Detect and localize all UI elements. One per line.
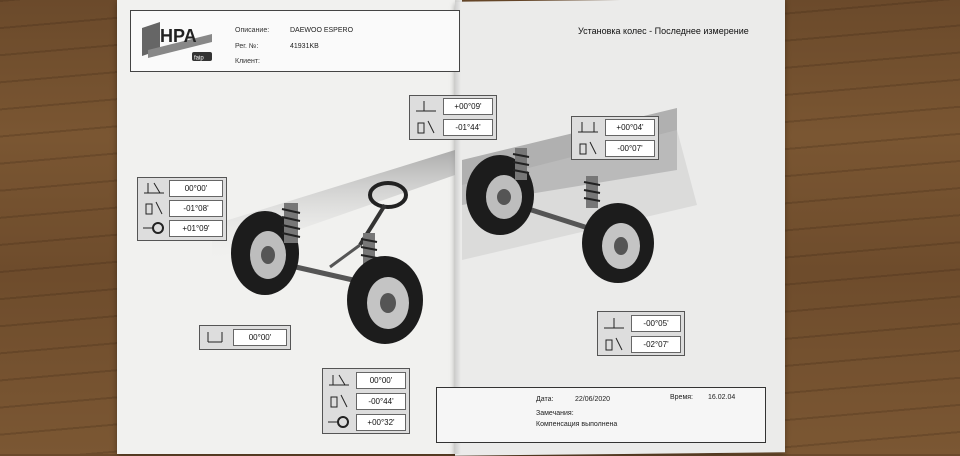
date-label: Дата: <box>536 396 554 403</box>
front-left-camber-value: -01°08' <box>169 200 223 217</box>
toe-icon <box>329 374 349 386</box>
toe-icon <box>604 318 624 329</box>
front-right-bottom-caster-value: +00°32' <box>356 414 406 431</box>
rear-bottom-measurements: -00°05' -02°07' <box>597 311 685 356</box>
front-total-toe: 00°00' <box>199 325 291 350</box>
front-right-top-measurements: +00°09' -01°44' <box>409 95 497 140</box>
front-right-bottom-camber-value: -00°44' <box>356 393 406 410</box>
footer-box <box>436 387 766 443</box>
camber-icon <box>579 141 597 155</box>
description-label: Описание: <box>235 27 270 34</box>
toe-icon <box>578 122 598 133</box>
notes-value: Компенсация выполнена <box>536 421 618 428</box>
camber-icon <box>417 120 435 134</box>
logo-text: HPA <box>160 26 197 46</box>
toe-row: -00°05' <box>598 313 684 333</box>
toe-row: 00°00' <box>138 178 226 198</box>
time-label: Время: <box>670 394 694 401</box>
front-axle-illustration <box>231 181 423 344</box>
front-left-measurements: 00°00' -01°08' +01°09' <box>137 177 227 241</box>
camber-row: -01°44' <box>410 117 496 137</box>
front-total-toe-value: 00°00' <box>233 329 287 346</box>
camber-row: -00°07' <box>572 138 658 158</box>
camber-icon <box>605 337 623 351</box>
caster-row: +00°32' <box>323 412 409 432</box>
notes-label: Замечания: <box>536 410 574 417</box>
rear-top-measurements: +00°04' -00°07' <box>571 116 659 160</box>
total-toe-row: 00°00' <box>200 327 290 347</box>
client-label: Клиент: <box>235 58 260 65</box>
front-right-camber-value: -01°44' <box>443 119 493 136</box>
camber-icon <box>145 201 163 215</box>
rear-axle-illustration <box>466 148 654 283</box>
rear-toe-value: +00°04' <box>605 119 655 136</box>
reg-value: 41931KB <box>290 43 319 50</box>
page-title: Установка колес - Последнее измерение <box>578 26 749 36</box>
camber-row: -01°08' <box>138 198 226 218</box>
date-value: 22/06/2020 <box>575 396 611 403</box>
toe-row: +00°04' <box>572 117 658 137</box>
logo-sub: faip <box>194 56 204 62</box>
toe-row: +00°09' <box>410 96 496 116</box>
description-value: DAEWOO ESPERO <box>290 27 354 34</box>
toe-icon <box>144 182 164 194</box>
reg-label: Рег. №: <box>235 43 259 50</box>
caster-row: +01°09' <box>138 218 226 238</box>
paper-fold <box>455 0 461 454</box>
total-toe-icon <box>207 332 223 343</box>
camber-row: -00°44' <box>323 391 409 411</box>
camber-icon <box>330 394 348 408</box>
caster-icon <box>328 416 349 428</box>
time-value: 16.02.04 <box>708 394 736 401</box>
front-left-toe-value: 00°00' <box>169 180 223 197</box>
front-right-toe-value: +00°09' <box>443 98 493 115</box>
rear-bottom-toe-value: -00°05' <box>631 315 681 332</box>
front-right-bottom-toe-value: 00°00' <box>356 372 406 389</box>
rear-bottom-camber-value: -02°07' <box>631 336 681 353</box>
caster-icon <box>143 222 164 234</box>
front-right-bottom-measurements: 00°00' -00°44' +00°32' <box>322 368 410 434</box>
toe-icon <box>416 101 436 112</box>
hpa-logo: HPA faip <box>142 22 212 62</box>
rear-camber-value: -00°07' <box>605 140 655 157</box>
front-left-caster-value: +01°09' <box>169 220 223 237</box>
camber-row: -02°07' <box>598 334 684 354</box>
toe-row: 00°00' <box>323 370 409 390</box>
